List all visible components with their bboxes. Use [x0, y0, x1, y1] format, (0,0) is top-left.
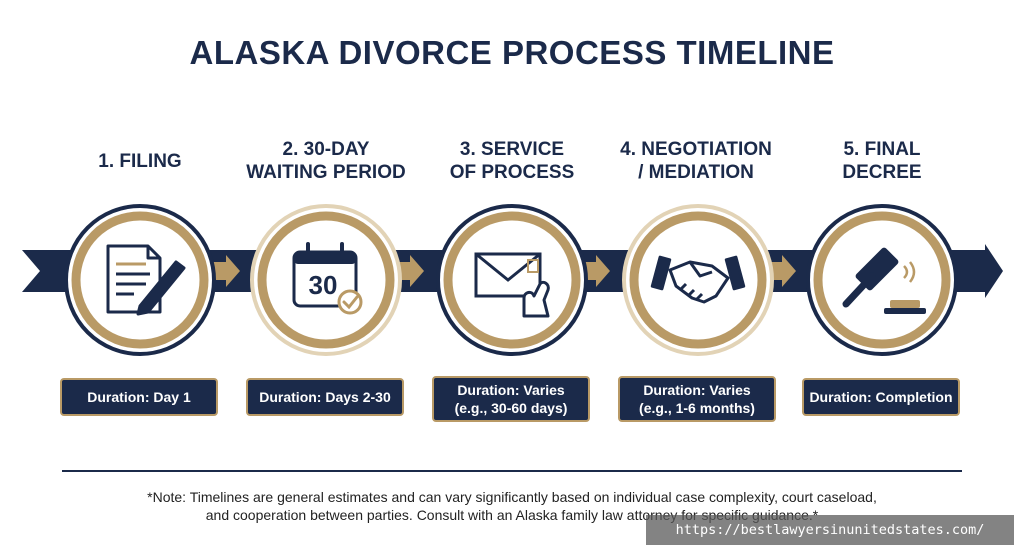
step-4-duration-line1: Duration: Varies [643, 382, 751, 398]
step-4-duration-badge: Duration: Varies (e.g., 1-6 months) [618, 376, 776, 422]
calendar-number: 30 [309, 270, 338, 300]
footnote-line1: *Note: Timelines are general estimates a… [147, 489, 877, 505]
step-3-label-line2: OF PROCESS [449, 162, 575, 183]
step-5-duration: Duration: Completion [809, 389, 953, 405]
envelope-hand-icon [474, 252, 550, 318]
gavel-icon [842, 247, 926, 314]
watermark-url: https://bestlawyersinunitedstates.com/ [646, 515, 1014, 545]
step-4-duration-line2: (e.g., 1-6 months) [639, 400, 755, 416]
step-4-label-line2: / MEDIATION [638, 162, 754, 183]
step-2-duration-badge: Duration: Days 2-30 [246, 378, 404, 416]
step-3-duration-line1: Duration: Varies [457, 382, 565, 398]
step-5-label: 5. FINAL DECREE [782, 138, 982, 184]
step-2-duration: Duration: Days 2-30 [259, 389, 391, 405]
calendar-check-icon: 30 [292, 242, 363, 315]
step-5-duration-badge: Duration: Completion [802, 378, 960, 416]
step-4-label-line1: 4. NEGOTIATION [620, 139, 772, 160]
step-1-duration-badge: Duration: Day 1 [60, 378, 218, 416]
step-2-label-line1: 2. 30-DAY [282, 139, 370, 160]
handshake-icon [650, 255, 746, 304]
step-5-circle [806, 204, 958, 356]
step-2-label-line2: WAITING PERIOD [246, 162, 406, 183]
step-5-label-line1: 5. FINAL [843, 139, 921, 160]
step-3-label-line1: 3. SERVICE [459, 139, 565, 160]
page-title: ALASKA DIVORCE PROCESS TIMELINE [189, 34, 835, 71]
step-5-label-line2: DECREE [842, 162, 922, 183]
step-4-label: 4. NEGOTIATION / MEDIATION [596, 138, 796, 184]
step-3-duration-line2: (e.g., 30-60 days) [454, 400, 568, 416]
step-1-label-line1: 1. FILING [98, 151, 182, 172]
timeline-band: 30 [22, 204, 1003, 356]
step-3-duration-badge: Duration: Varies (e.g., 30-60 days) [432, 376, 590, 422]
divider-line [62, 470, 962, 472]
step-1-duration: Duration: Day 1 [87, 389, 191, 405]
connector-arrow-1 [208, 255, 240, 287]
step-1-label: 1. FILING [40, 150, 240, 173]
step-3-label: 3. SERVICE OF PROCESS [412, 138, 612, 184]
document-pen-icon [106, 244, 186, 316]
step-2-label: 2. 30-DAY WAITING PERIOD [226, 138, 426, 184]
